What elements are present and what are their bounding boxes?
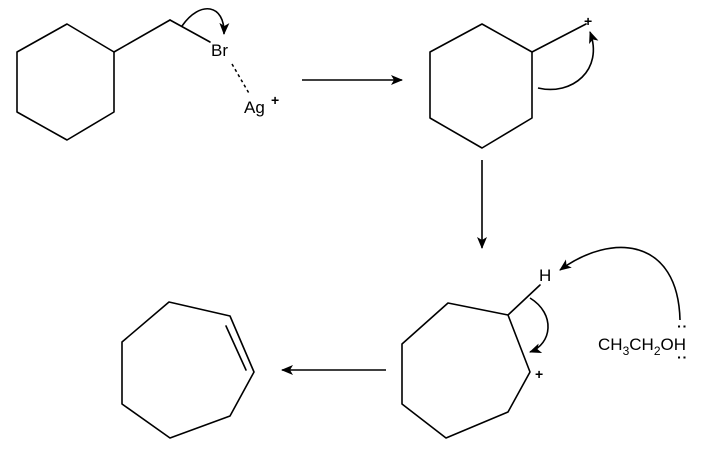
ethanol-subscript-2: 2 [654, 344, 661, 358]
cycloheptane-ring-1 [401, 302, 531, 439]
cycloheptane-ring-2 [121, 301, 255, 439]
ethanol-formula: CH3CH2OH [598, 335, 686, 358]
curly-arrow-ch-to-cplus [529, 297, 549, 353]
bond-ring-to-ch2 [113, 19, 171, 53]
ethanol-oh: OH [661, 335, 687, 354]
cyclohexylmethyl-bromide: Br Ag + [16, 8, 279, 141]
primary-carbocation: + [429, 13, 599, 149]
curly-arrow-ethanol-to-h [559, 246, 681, 321]
carbocation-charge-2: + [535, 366, 543, 382]
hydrogen-label: H [539, 266, 551, 285]
ethanol-subscript-3: 3 [623, 344, 630, 358]
carbocation-charge-1: + [584, 13, 592, 29]
bond-ring-to-ch2-plus [531, 23, 587, 53]
cycloheptene [121, 301, 255, 439]
bond-c-to-h [507, 284, 541, 316]
bond-ch2-to-br [169, 19, 211, 43]
ethanol-ch-1: CH [598, 335, 623, 354]
oxygen-lone-pair-top: : [674, 324, 691, 329]
oxygen-lone-pair-bottom: : [674, 355, 691, 360]
cycloheptyl-carbocation: H + [401, 246, 681, 439]
silver-label: Ag [244, 98, 265, 117]
double-bond-inner-line [225, 325, 247, 371]
br-ag-interaction [231, 63, 251, 96]
ethanol-ch-2: CH [629, 335, 654, 354]
curly-arrow-cbr-to-br [181, 8, 230, 35]
bromine-label: Br [211, 41, 228, 60]
curly-arrow-ring-shift [537, 31, 599, 91]
ethanol: CH3CH2OH : : [598, 324, 691, 360]
silver-charge: + [271, 92, 279, 108]
cyclohexane-ring-2 [429, 23, 533, 149]
cyclohexane-ring-1 [16, 23, 115, 141]
